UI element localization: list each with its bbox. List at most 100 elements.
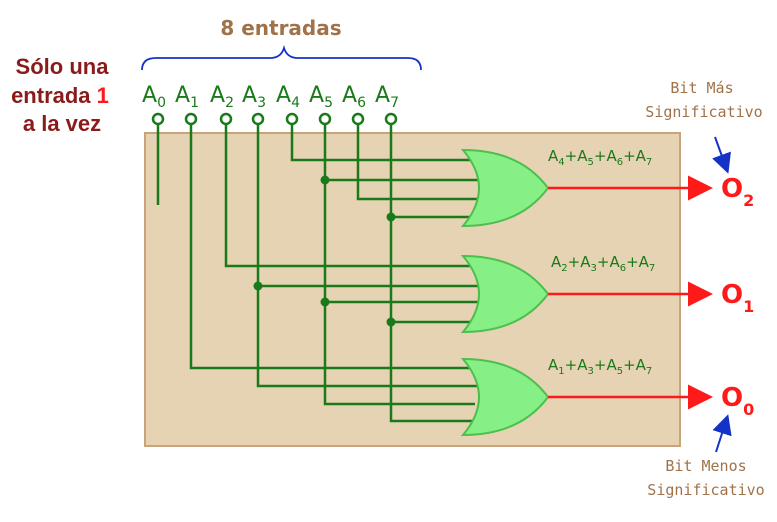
input-letter: A <box>375 83 390 108</box>
junction-dot <box>253 281 263 291</box>
input-letter: A <box>142 83 157 108</box>
input-letter: A <box>309 83 324 108</box>
input-subscript: 0 <box>157 95 166 111</box>
output-letter: O <box>721 280 743 310</box>
expr-subscript: 3 <box>590 263 596 274</box>
expr-subscript: 5 <box>587 157 593 168</box>
input-subscript: 4 <box>291 95 300 111</box>
input-letter: A <box>175 83 190 108</box>
expr-letter: A <box>639 253 650 271</box>
wires <box>156 125 480 423</box>
input-a1: A1 <box>175 83 199 126</box>
expr-subscript: 2 <box>561 263 567 274</box>
expr-plus: + <box>597 253 610 271</box>
expr-subscript: 7 <box>646 157 652 168</box>
input-label: A3 <box>242 83 266 111</box>
expr-letter: A <box>636 147 647 165</box>
or-gate-shape <box>460 357 550 437</box>
input-label: A0 <box>142 83 166 111</box>
input-a6: A6 <box>342 83 366 126</box>
input-subscript: 3 <box>257 95 266 111</box>
expr-letter: A <box>548 147 559 165</box>
gate-expression: A4+A5+A6+A7 <box>548 147 652 168</box>
expr-letter: A <box>636 356 647 374</box>
expr-letter: A <box>577 356 588 374</box>
junction-dot <box>320 175 330 185</box>
lsb-note-line1: Bit Menos <box>665 457 746 475</box>
expr-letter: A <box>551 253 562 271</box>
input-letter: A <box>276 83 291 108</box>
expr-subscript: 6 <box>617 157 623 168</box>
output-letter: O <box>721 174 743 204</box>
expr-subscript: 7 <box>649 263 655 274</box>
expr-letter: A <box>580 253 591 271</box>
output-label: O2 <box>721 174 754 210</box>
msb-note-line2: Significativo <box>645 103 762 121</box>
input-pin <box>184 112 198 126</box>
gate-expression: A1+A3+A5+A7 <box>548 356 652 377</box>
expr-subscript: 5 <box>617 366 623 377</box>
output-label: O1 <box>721 280 754 316</box>
side-note: Sólo una entrada 1 a la vez <box>11 54 109 136</box>
expr-plus: + <box>626 253 639 271</box>
expr-plus: + <box>623 356 636 374</box>
expr-subscript: 4 <box>558 157 564 168</box>
input-label: A4 <box>276 83 300 111</box>
expr-letter: A <box>548 356 559 374</box>
side-note-line2-num: 1 <box>97 83 109 108</box>
msb-note-line1: Bit Más <box>670 79 733 97</box>
output-letter: O <box>721 383 743 413</box>
expr-subscript: 6 <box>620 263 626 274</box>
expr-plus: + <box>623 147 636 165</box>
input-label: A7 <box>375 83 399 111</box>
input-subscript: 6 <box>357 95 366 111</box>
lsb-note-line2: Significativo <box>647 481 764 499</box>
output-subscript: 2 <box>743 191 754 210</box>
output-label: O0 <box>721 383 754 419</box>
expr-letter: A <box>606 356 617 374</box>
expr-plus: + <box>565 356 578 374</box>
or-gate-shape <box>460 148 550 228</box>
input-label: A2 <box>210 83 234 111</box>
or-gate-shape <box>460 254 550 334</box>
junction-dot <box>386 212 396 222</box>
junctions <box>253 175 396 327</box>
input-pin <box>251 112 265 126</box>
input-a3: A3 <box>242 83 266 126</box>
msb-arrow <box>712 136 731 174</box>
input-a4: A4 <box>276 83 300 126</box>
expr-plus: + <box>594 147 607 165</box>
input-subscript: 2 <box>225 95 234 111</box>
input-subscript: 5 <box>324 95 333 111</box>
input-pin <box>219 112 233 126</box>
gate-expression: A2+A3+A6+A7 <box>551 253 655 274</box>
expr-plus: + <box>568 253 581 271</box>
junction-dot <box>386 317 396 327</box>
input-pin <box>151 112 165 126</box>
inputs-title: 8 entradas <box>220 16 341 40</box>
inputs-brace <box>141 44 422 71</box>
expr-letter: A <box>577 147 588 165</box>
input-letter: A <box>242 83 257 108</box>
input-a7: A7 <box>375 83 399 126</box>
side-note-line2-text: entrada <box>11 83 91 108</box>
expr-plus: + <box>565 147 578 165</box>
msb-note: Bit Más Significativo <box>645 79 763 174</box>
expr-letter: A <box>606 147 617 165</box>
input-subscript: 1 <box>190 95 199 111</box>
input-pin <box>318 112 332 126</box>
lsb-arrow <box>712 414 732 453</box>
expr-subscript: 7 <box>646 366 652 377</box>
output-subscript: 0 <box>743 400 754 419</box>
side-note-line3: a la vez <box>23 111 101 136</box>
expr-subscript: 1 <box>558 366 564 377</box>
input-label: A5 <box>309 83 333 111</box>
input-letter: A <box>342 83 357 108</box>
circuit-board <box>144 132 681 447</box>
input-letter: A <box>210 83 225 108</box>
